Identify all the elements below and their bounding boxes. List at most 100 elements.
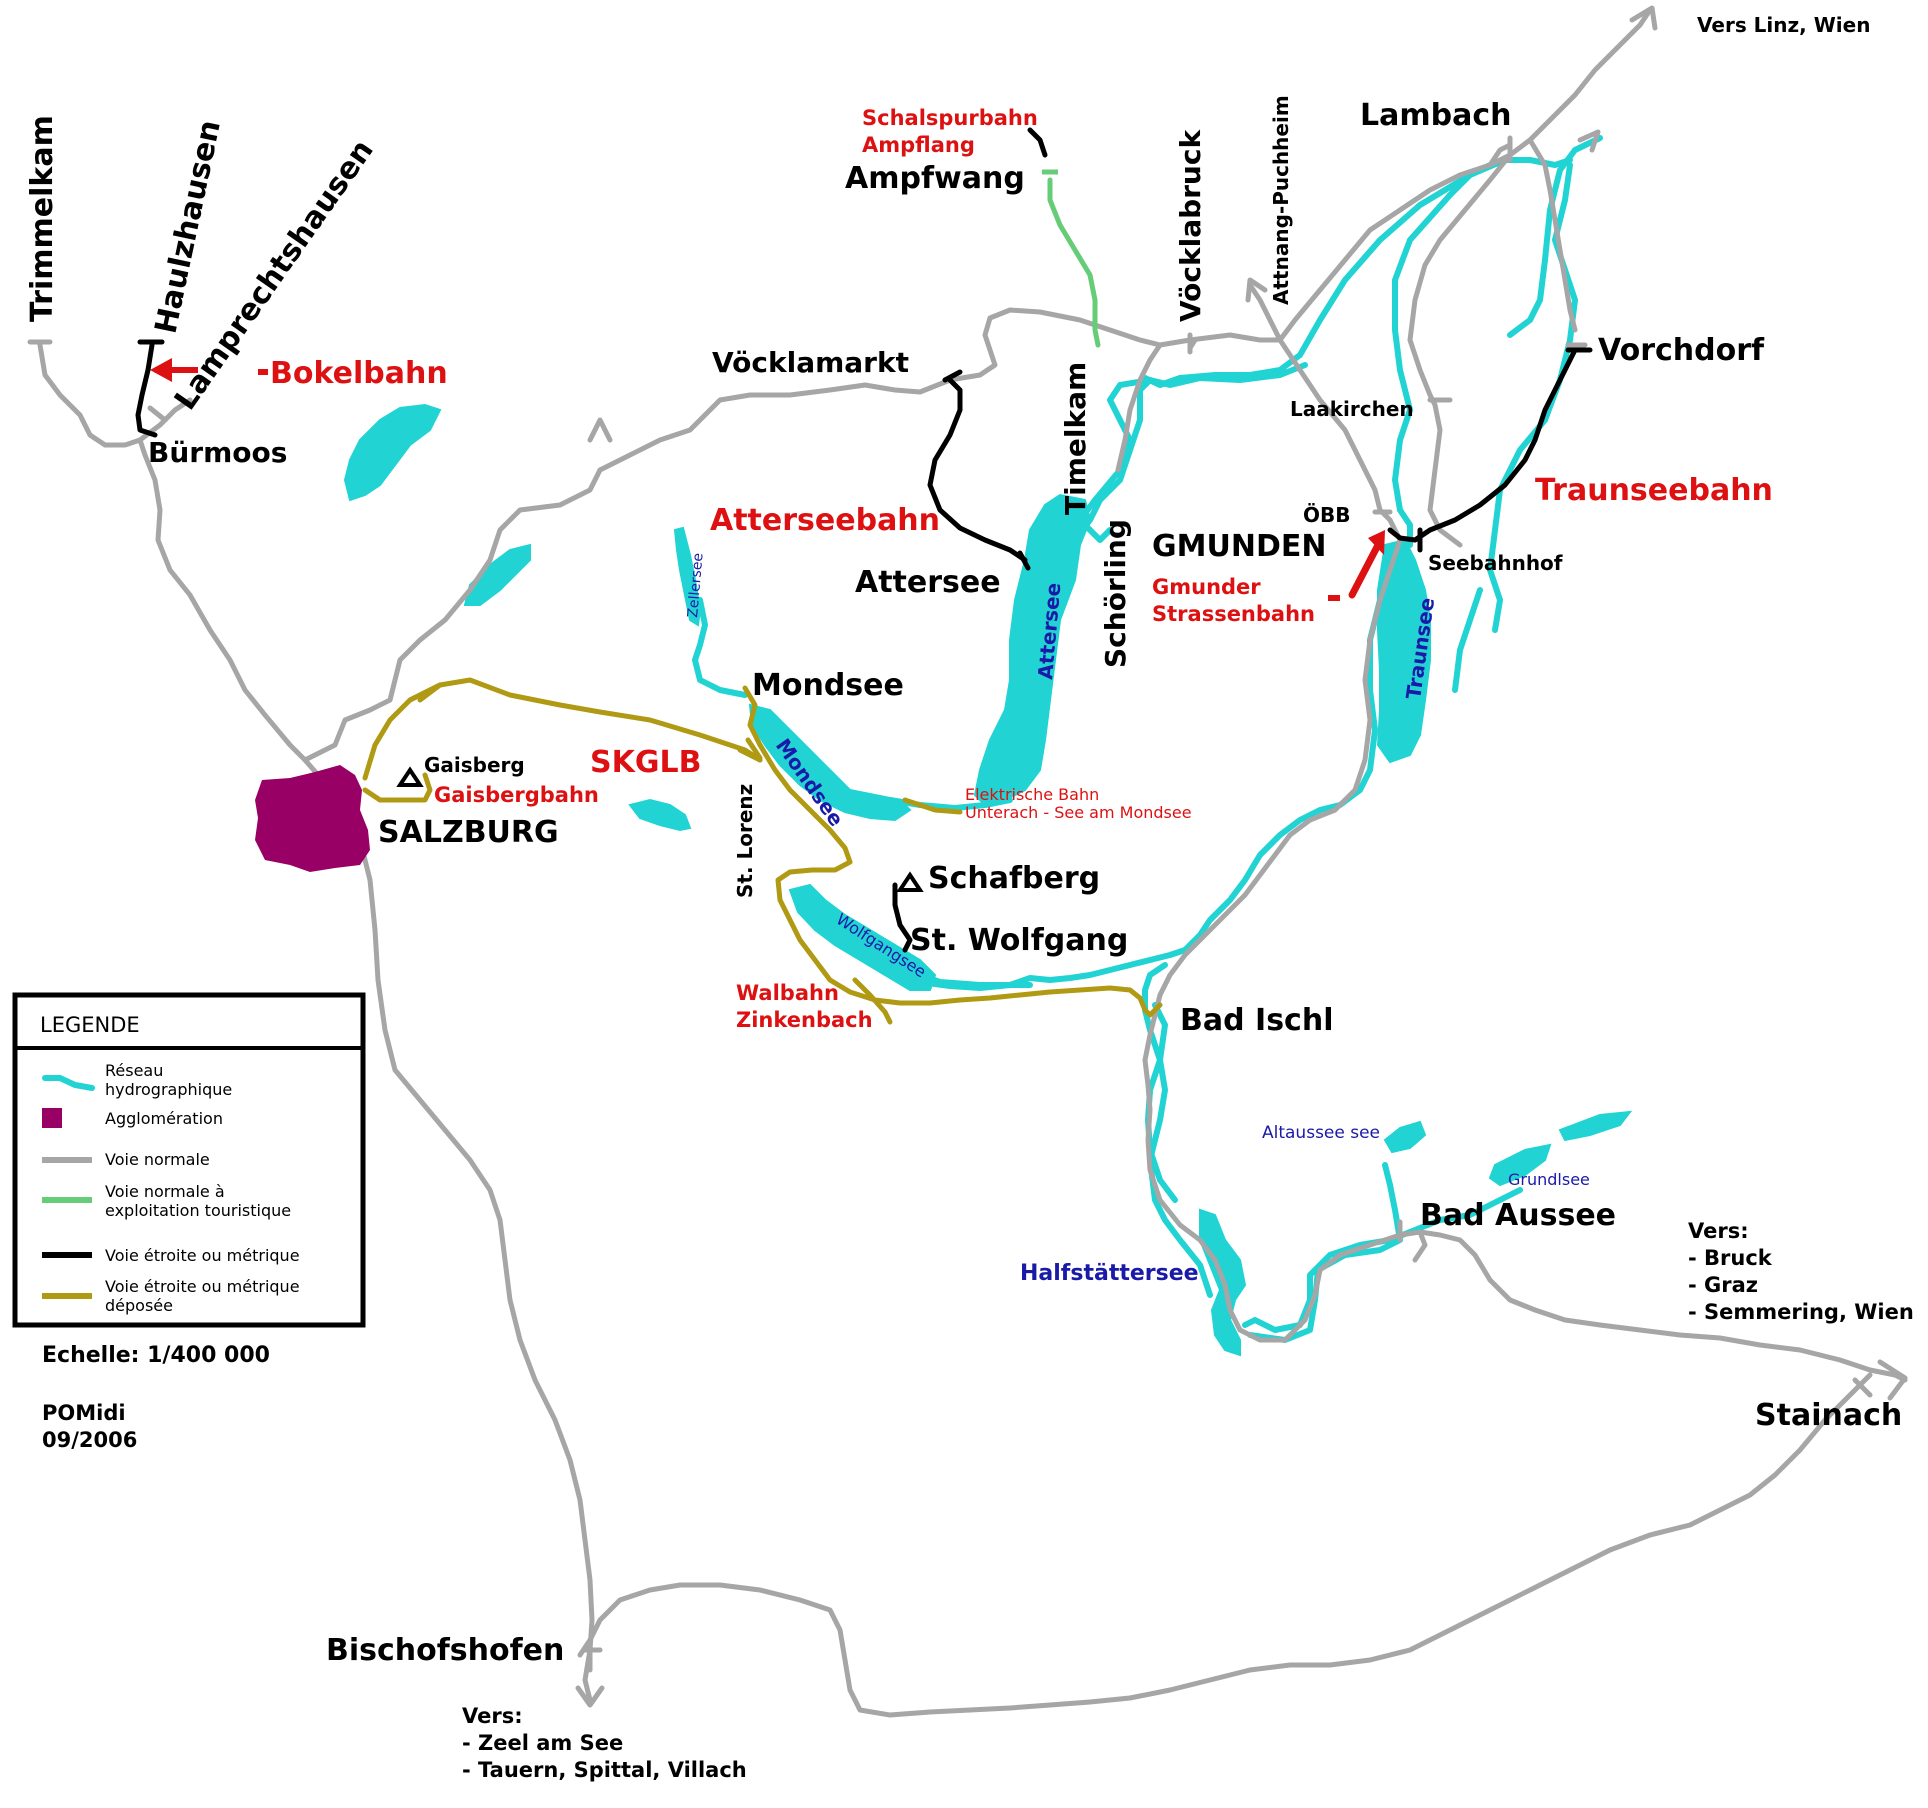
- lake-grundlsee-label: Grundlsee: [1508, 1170, 1590, 1189]
- gaisbergbahn-line: [362, 772, 433, 803]
- place-obb: ÖBB: [1303, 503, 1351, 527]
- summit-gaisberg-icon: [396, 766, 424, 787]
- line-timelkam-loop: [1115, 342, 1163, 473]
- lake-trumer: [463, 543, 531, 606]
- line-main-west: [302, 467, 603, 763]
- lake-halfstattersee-label: Halfstättersee: [1020, 1261, 1199, 1286]
- tick-attersee-black: [1017, 550, 1031, 571]
- place-vocklamarkt: Vöcklamarkt: [712, 346, 909, 379]
- railway-elektrische-1: Unterach - See am Mondsee: [965, 803, 1192, 822]
- legend-water-label-1: hydrographique: [105, 1080, 232, 1099]
- vers-south-line-0: Vers:: [462, 1704, 523, 1728]
- narrow-schafberg: [892, 882, 913, 953]
- railway-walbahn-1: Zinkenbach: [736, 1008, 873, 1032]
- arrow-north-center-icon: [587, 417, 613, 443]
- elektrische-line: [902, 797, 963, 815]
- place-schorling: Schörling: [1099, 519, 1132, 668]
- place-vorchdorf: Vorchdorf: [1598, 333, 1765, 368]
- gmunder-arrow: [1328, 530, 1385, 601]
- place-st-lorenz: St. Lorenz: [733, 784, 757, 898]
- river-ischl: [1142, 962, 1213, 1298]
- lake-grundlsee-b: [1558, 1110, 1633, 1142]
- lake-traunsee: [1376, 538, 1431, 764]
- railway-atterseebahn: Atterseebahn: [710, 503, 940, 538]
- legend-removed-label-0: Voie étroite ou métrique: [105, 1277, 300, 1296]
- lake-mondsee: [748, 703, 912, 822]
- river-traun-south: [917, 567, 1398, 991]
- legend-agglo-label: Agglomération: [105, 1109, 223, 1128]
- lake-altaussee: [1383, 1120, 1427, 1154]
- line-bischofshofen-spur: [582, 1647, 593, 1703]
- vers-south-line-2: - Tauern, Spittal, Villach: [462, 1758, 747, 1782]
- gmunder-arrow-head: [1368, 530, 1385, 555]
- railway-skglb: SKGLB: [590, 745, 701, 780]
- river-salzach: [1452, 587, 1483, 693]
- place-bad-ischl: Bad Ischl: [1180, 1003, 1333, 1038]
- place-haulzhausen: Haulzhausen: [149, 117, 228, 337]
- tick-vocklamarkt: [942, 369, 963, 383]
- lake-zellersee-label: Zellersee: [685, 552, 707, 618]
- place-attersee: Attersee: [855, 565, 1001, 600]
- place-vocklabruck: Vöcklabruck: [1174, 129, 1207, 322]
- tourist-line-ampflang: [1047, 177, 1101, 348]
- place-attnang: Attnang-Puchheim: [1269, 95, 1293, 305]
- line-main-center: [597, 307, 1283, 473]
- vers-south-line-1: - Zeel am See: [462, 1731, 623, 1755]
- skglb-main: [407, 677, 763, 763]
- place-lambach: Lambach: [1360, 98, 1511, 133]
- line-vorchdorf: [1527, 137, 1578, 333]
- gmunder-arrow-line: [1348, 541, 1382, 599]
- tick-haulzhausen: [147, 405, 168, 423]
- legend: LEGENDE Réseau hydrographique Agglomérat…: [12, 992, 366, 1328]
- river-ager: [1077, 362, 1308, 543]
- line-bad-aussee-spur: [1412, 1229, 1428, 1263]
- line-laakirchen: [1407, 152, 1513, 548]
- place-labels: Trimmelkam Haulzhausen Lamprechtshausen …: [25, 13, 1914, 1782]
- river-traun-north: [1392, 192, 1453, 548]
- railway-bokelbahn: Bokelbahn: [270, 356, 448, 391]
- place-st-wolfgang: St. Wolfgang: [910, 923, 1128, 958]
- line-attnang-spur: [1247, 282, 1283, 343]
- railway-walbahn-0: Walbahn: [736, 981, 839, 1005]
- arrow-linz-icon: [1629, 5, 1658, 31]
- vers-east-line-0: Vers:: [1688, 1219, 1749, 1243]
- tick-stainach: [1852, 1377, 1873, 1398]
- place-vers-linz: Vers Linz, Wien: [1697, 13, 1870, 37]
- railway-gmunder-1: Strassenbahn: [1152, 602, 1315, 626]
- railway-schalspurbahn-0: Schalspurbahn: [862, 106, 1038, 130]
- line-ischl-south: [1142, 992, 1908, 1383]
- place-trimmelkam: Trimmelkam: [25, 115, 60, 322]
- place-salzburg: SALZBURG: [378, 815, 559, 850]
- line-bischofshofen: [302, 757, 595, 1673]
- walbahn-line: [852, 977, 893, 1025]
- legend-tourist-label-1: exploitation touristique: [105, 1201, 291, 1220]
- line-lambach-branch: [1487, 142, 1513, 168]
- bokelbahn-arrow-head: [150, 358, 172, 382]
- skglb-bend: [742, 685, 1163, 1018]
- arrow-stainach-icon: [1877, 1359, 1908, 1401]
- arrow-south-icon: [575, 1685, 605, 1708]
- arrow-traun-icon: [1577, 129, 1601, 153]
- narrow-ampflang: [1027, 127, 1048, 158]
- line-traun-valley: [1157, 517, 1403, 998]
- normal-gauge-network: [37, 7, 1908, 1718]
- narrow-atterseebahn: [927, 377, 1028, 563]
- place-schafberg: Schafberg: [928, 861, 1100, 896]
- legend-removed-label-1: déposée: [105, 1296, 173, 1315]
- railway-traunseebahn: Traunseebahn: [1535, 473, 1773, 508]
- line-stainach-south: [577, 1372, 1873, 1718]
- river-aussee: [1242, 1187, 1523, 1333]
- bokelbahn-arrow: [150, 358, 268, 382]
- credit-date: 09/2006: [42, 1428, 137, 1452]
- legend-water-label-0: Réseau: [105, 1061, 163, 1080]
- place-laakirchen: Laakirchen: [1290, 397, 1414, 421]
- lake-grundlsee: [1488, 1143, 1552, 1187]
- river-zeller: [692, 597, 748, 698]
- lake-attersee: [973, 493, 1092, 807]
- lake-zellersee: [673, 526, 702, 627]
- narrow-gauge-network: [135, 127, 1593, 953]
- legend-tourist-label-0: Voie normale à: [105, 1182, 225, 1201]
- traun-river: [1507, 135, 1603, 338]
- place-stainach: Stainach: [1755, 1398, 1902, 1433]
